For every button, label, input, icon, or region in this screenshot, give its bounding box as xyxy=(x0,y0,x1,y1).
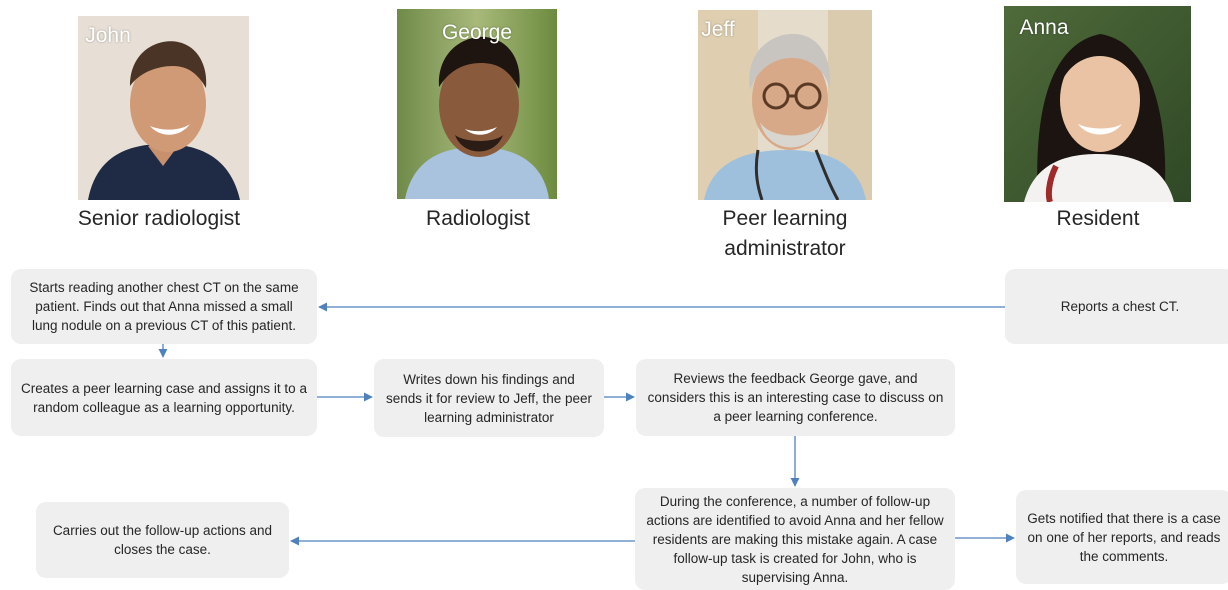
anna-role: Resident xyxy=(1056,207,1140,230)
jeff-name: Jeff xyxy=(701,18,735,41)
john-role: Senior radiologist xyxy=(77,207,241,230)
jeff-role: Peer learning administrator xyxy=(722,207,848,260)
step-anna-notified: Gets notified that there is a case on on… xyxy=(1016,490,1228,584)
george-portrait-image xyxy=(397,9,557,199)
jeff-portrait-image xyxy=(698,10,872,200)
john-photo: John xyxy=(78,16,249,200)
step-anna-reports: Reports a chest CT. xyxy=(1005,269,1228,344)
anna-portrait-image xyxy=(1004,6,1191,202)
anna-photo: Anna xyxy=(1004,6,1191,202)
step-jeff-reviews: Reviews the feedback George gave, and co… xyxy=(636,359,955,436)
step-george-writes: Writes down his findings and sends it fo… xyxy=(374,359,604,437)
jeff-photo: Jeff xyxy=(698,10,872,200)
george-photo: George xyxy=(397,9,557,199)
john-portrait-image xyxy=(78,16,249,200)
george-role: Radiologist xyxy=(426,207,530,230)
john-name: John xyxy=(85,24,131,47)
step-john-creates: Creates a peer learning case and assigns… xyxy=(11,359,317,436)
george-name: George xyxy=(441,21,513,44)
step-conference: During the conference, a number of follo… xyxy=(635,488,955,590)
step-john-reads: Starts reading another chest CT on the s… xyxy=(11,269,317,344)
step-john-closes: Carries out the follow-up actions and cl… xyxy=(36,502,289,578)
anna-name: Anna xyxy=(1019,16,1069,39)
